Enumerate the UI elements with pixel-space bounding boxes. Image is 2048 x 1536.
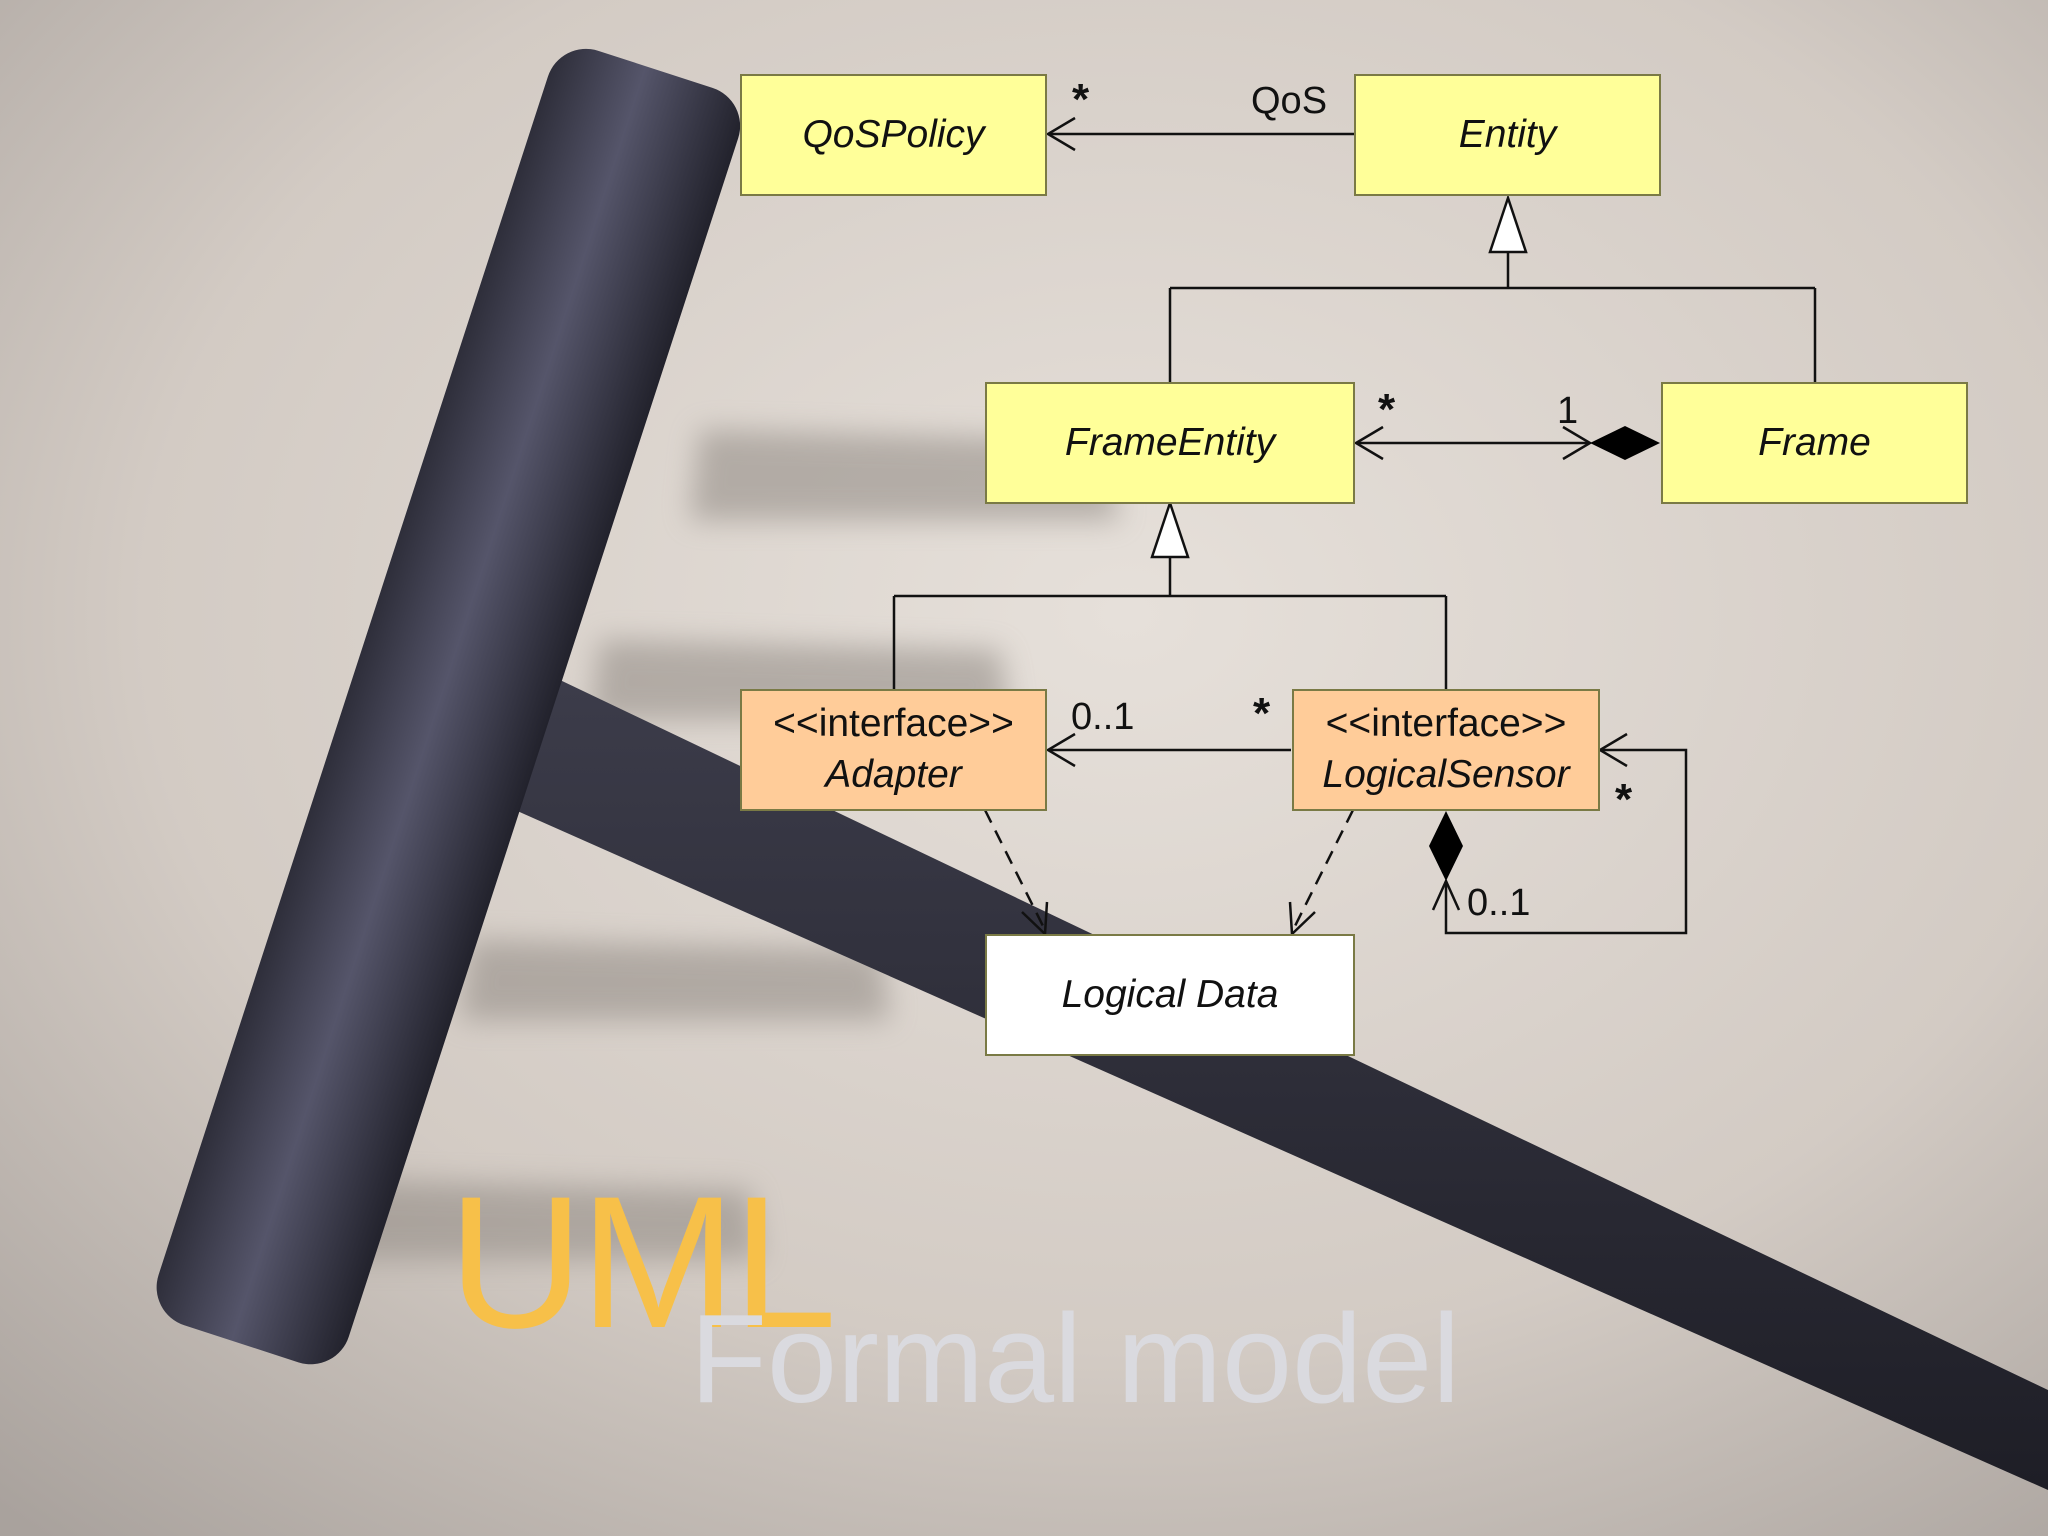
qos-arrowhead xyxy=(1045,116,1076,152)
self-target-multiplicity: 0..1 xyxy=(1467,882,1531,924)
adapter-multiplicity: 0..1 xyxy=(1071,696,1135,738)
slide-subtitle: Formal model xyxy=(690,1288,1461,1429)
class-logicalsensor: <<interface>> LogicalSensor xyxy=(1292,689,1600,811)
class-frame: Frame xyxy=(1661,382,1968,504)
self-arrowhead xyxy=(1597,732,1628,768)
qos-multiplicity: * xyxy=(1072,75,1090,124)
class-adapter-name: Adapter xyxy=(825,753,962,796)
class-logicalsensor-name: LogicalSensor xyxy=(1322,753,1570,796)
self-source-multiplicity: * xyxy=(1615,775,1633,824)
class-adapter: <<interface>> Adapter xyxy=(740,689,1047,811)
self-association-line xyxy=(1444,748,1688,935)
class-frameentity: FrameEntity xyxy=(985,382,1355,504)
frameentity-generalization-triangle xyxy=(1150,499,1190,559)
frame-multiplicity: 1 xyxy=(1557,390,1579,432)
class-adapter-stereotype: <<interface>> xyxy=(773,702,1014,746)
slide-title: UML xyxy=(448,1157,837,1367)
frameentity-arrowhead xyxy=(1353,425,1384,461)
sensor-composition-diamond xyxy=(1429,811,1463,881)
class-entity: Entity xyxy=(1354,74,1661,196)
qos-role-label: QoS xyxy=(1251,80,1328,122)
adapter-dependency-line xyxy=(983,809,1047,931)
sensor-dependency-arrowhead xyxy=(1288,901,1316,937)
adapter-dependency-arrowhead xyxy=(1021,901,1049,937)
sensor-multiplicity: * xyxy=(1253,689,1271,738)
class-frameentity-name: FrameEntity xyxy=(1064,420,1276,464)
frameentity-multiplicity: * xyxy=(1378,385,1396,434)
class-logicalsensor-stereotype: <<interface>> xyxy=(1325,702,1567,746)
sensor-dependency-line xyxy=(1291,809,1355,931)
class-qospolicy-name: QoSPolicy xyxy=(802,112,985,156)
class-logicaldata-name: Logical Data xyxy=(1061,972,1279,1016)
entity-generalization-triangle xyxy=(1488,194,1528,254)
class-frame-name: Frame xyxy=(1758,420,1871,464)
class-logicaldata: Logical Data xyxy=(985,934,1355,1056)
class-entity-name: Entity xyxy=(1458,112,1557,156)
adapter-arrowhead xyxy=(1045,732,1076,768)
class-qospolicy: QoSPolicy xyxy=(740,74,1047,196)
frame-composition-diamond xyxy=(1590,426,1660,460)
